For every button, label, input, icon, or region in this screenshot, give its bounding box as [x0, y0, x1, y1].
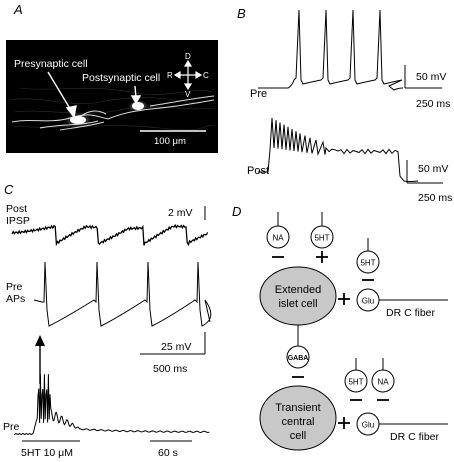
pre-scale-mv: 50 mV	[416, 71, 446, 83]
drc-top-label: DR C fiber	[386, 307, 436, 319]
compass-c: C	[203, 71, 209, 80]
panel-d-schematic	[259, 212, 448, 451]
post-label: Post	[6, 203, 27, 215]
scale-25mv: 25 mV	[161, 341, 191, 353]
slow-pre-trace	[14, 374, 210, 436]
compass-r: R	[167, 71, 173, 80]
glu-top-label: Glu	[362, 297, 374, 306]
gaba-label: GABA	[288, 355, 309, 362]
panel-d-text: NA 5HT 5HT Extended islet cell Glu DR C …	[272, 234, 439, 444]
presynaptic-arrow	[47, 71, 73, 113]
post-scalebar	[406, 160, 443, 184]
postsynaptic-label: Postsynaptic cell	[82, 72, 160, 84]
panel-b-traces: Pre 50 mV 250 ms Post 50 mV 250 ms	[247, 9, 452, 204]
presynaptic-arrowhead	[65, 105, 77, 119]
panel-label-a: A	[14, 2, 23, 17]
panel-label-c: C	[4, 182, 14, 197]
micrograph-scalebar-label: 100 μm	[154, 136, 186, 147]
micrograph: Presynaptic cell Postsynaptic cell D V R	[6, 40, 218, 153]
pre-scale-ms: 250 ms	[416, 98, 450, 110]
transient-line2: central	[281, 416, 314, 428]
extended-line2: islet cell	[278, 298, 317, 310]
transient-line3: cell	[290, 430, 307, 442]
transient-central-cell	[259, 385, 337, 451]
pre-trace	[258, 9, 404, 91]
orientation-compass	[173, 59, 203, 91]
pre-aps-label: Pre	[6, 281, 23, 293]
scale-60s: 60 s	[158, 447, 178, 459]
glu-bottom-label: Glu	[362, 421, 374, 430]
5ht-top-label: 5HT	[314, 234, 329, 243]
aps-trace	[33, 261, 212, 327]
transient-line1: Transient	[275, 402, 320, 414]
gaba-terminal	[286, 345, 310, 369]
up-arrowhead	[35, 335, 45, 346]
scale-500ms: 500 ms	[153, 363, 187, 375]
panel-label-d: D	[232, 204, 242, 219]
drc-bottom-label: DR C fiber	[390, 431, 440, 443]
na-top-label: NA	[272, 234, 284, 243]
postsynaptic-arrowhead	[130, 95, 142, 105]
extended-islet-cell	[259, 266, 337, 326]
post-trace	[258, 117, 419, 182]
panel-c-traces: Post IPSP 2 mV Pre APs 25 mV 500 ms Pre …	[3, 203, 212, 459]
bottom-pre-label: Pre	[3, 421, 20, 433]
5ht-bottom-label: 5HT	[348, 378, 363, 387]
compass-d: D	[185, 52, 191, 61]
presynaptic-label: Presynaptic cell	[14, 58, 88, 70]
na-bottom-label: NA	[377, 378, 389, 387]
pre-label: Pre	[250, 88, 267, 100]
drug-label: 5HT 10 μM	[21, 447, 73, 459]
panel-label-b: B	[237, 6, 246, 21]
aps-label: APs	[6, 293, 25, 305]
scale-2mv: 2 mV	[168, 207, 193, 219]
post-label: Post	[247, 165, 269, 177]
pre-scalebar	[404, 65, 442, 89]
extended-line1: Extended	[275, 284, 321, 296]
aps-scalebar	[140, 332, 206, 355]
ipsp-trace	[11, 223, 209, 247]
micrograph-background	[6, 40, 218, 153]
5ht-right-label: 5HT	[360, 259, 375, 268]
compass-v: V	[185, 90, 191, 99]
post-scale-mv: 50 mV	[418, 163, 448, 175]
ipsp-label: IPSP	[6, 215, 30, 227]
post-scale-ms: 250 ms	[418, 192, 452, 204]
